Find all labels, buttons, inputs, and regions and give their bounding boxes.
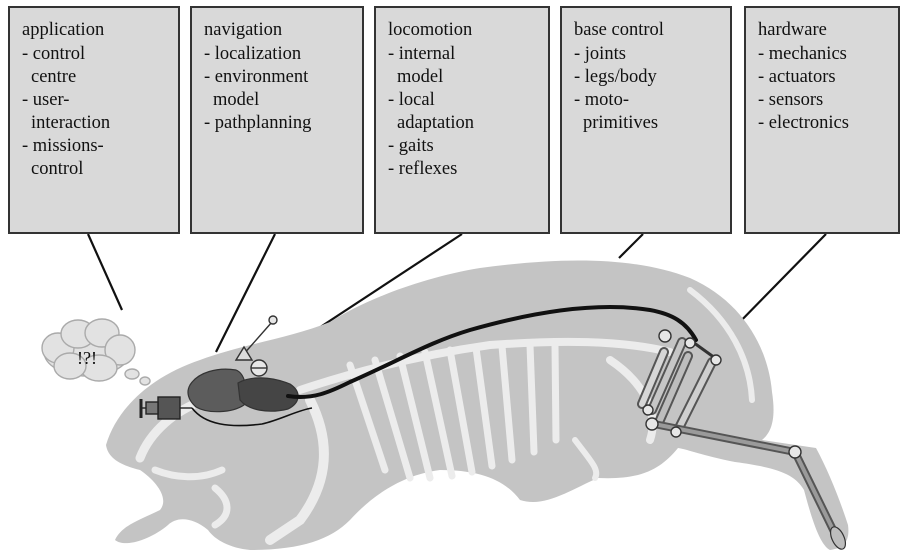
locomotion-title: locomotion <box>388 19 540 42</box>
navigation-item: - environment <box>204 66 354 89</box>
application-item: interaction <box>22 112 170 135</box>
navigation-box: navigation - localization - environment … <box>190 6 364 234</box>
locomotion-item: - reflexes <box>388 158 540 181</box>
hardware-item: - electronics <box>758 112 890 135</box>
locomotion-box: locomotion - internal model - local adap… <box>374 6 550 234</box>
application-item: centre <box>22 66 170 89</box>
base-control-box: base control - joints - legs/body - moto… <box>560 6 732 234</box>
hardware-item: - sensors <box>758 89 890 112</box>
application-item: - control <box>22 43 170 66</box>
base-control-item: - joints <box>574 43 722 66</box>
navigation-item: - localization <box>204 43 354 66</box>
application-title: application <box>22 19 170 42</box>
navigation-item: model <box>204 89 354 112</box>
application-box: application - control centre - user- int… <box>8 6 180 234</box>
leader-line-base-control <box>619 234 643 258</box>
hardware-item: - mechanics <box>758 43 890 66</box>
locomotion-item: - local <box>388 89 540 112</box>
navigation-title: navigation <box>204 19 354 42</box>
locomotion-item: - gaits <box>388 135 540 158</box>
base-control-item: - moto- <box>574 89 722 112</box>
application-item: - missions- <box>22 135 170 158</box>
leader-line-hardware <box>731 234 826 331</box>
locomotion-item: adaptation <box>388 112 540 135</box>
hardware-item: - actuators <box>758 66 890 89</box>
hardware-box: hardware - mechanics - actuators - senso… <box>744 6 900 234</box>
navigation-item: - pathplanning <box>204 112 354 135</box>
leader-line-application <box>88 234 122 310</box>
hardware-title: hardware <box>758 19 890 42</box>
locomotion-item: - internal <box>388 43 540 66</box>
base-control-title: base control <box>574 19 722 42</box>
thought-text: !?! <box>62 348 112 369</box>
application-item: control <box>22 158 170 181</box>
base-control-item: primitives <box>574 112 722 135</box>
leader-line-navigation <box>216 234 275 352</box>
locomotion-item: model <box>388 66 540 89</box>
base-control-item: - legs/body <box>574 66 722 89</box>
application-item: - user- <box>22 89 170 112</box>
